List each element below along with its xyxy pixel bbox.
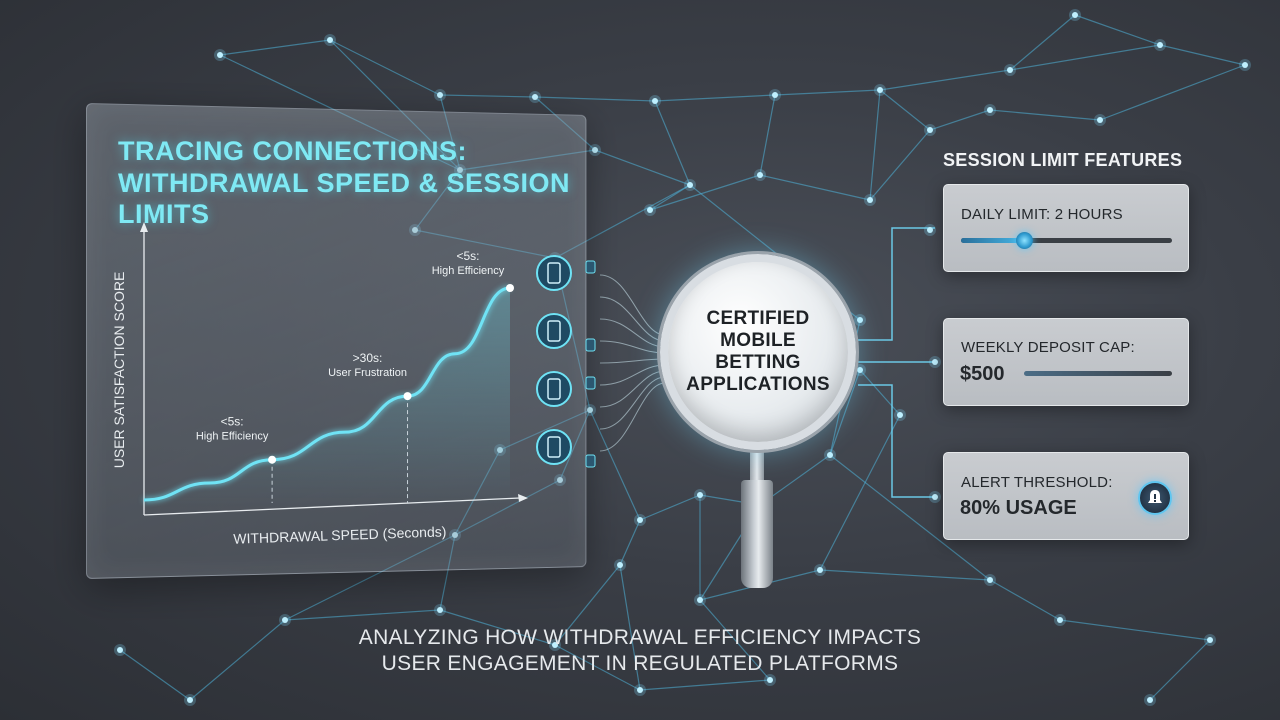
weekly-deposit-slider[interactable]	[1024, 371, 1172, 376]
annotation-point	[506, 284, 514, 292]
caption-line1: ANALYZING HOW WITHDRAWAL EFFICIENCY IMPA…	[358, 626, 922, 649]
alert-threshold-card: ALERT THRESHOLD: 80% USAGE	[943, 452, 1189, 540]
phone-icons	[536, 255, 596, 468]
daily-limit-slider[interactable]	[961, 232, 1172, 249]
smartphone-icon	[536, 371, 572, 407]
panel-title-line1: TRACING CONNECTIONS:	[118, 136, 467, 166]
annotation-label-bottom: High Efficiency	[196, 431, 269, 443]
series-line	[143, 286, 511, 502]
center-line4: APPLICATIONS	[686, 373, 830, 395]
center-line3: BETTING	[715, 352, 801, 373]
panel-title-line2: WITHDRAWAL SPEED & SESSION LIMITS	[118, 168, 571, 230]
daily-limit-fill	[961, 238, 1025, 243]
small-device-icon	[585, 454, 596, 468]
annotation-label-top: <5s:	[221, 415, 244, 429]
annotation-label-bottom: User Frustration	[328, 367, 407, 379]
x-axis-label: WITHDRAWAL SPEED (Seconds)	[233, 523, 447, 546]
annotation-label-bottom: High Efficiency	[432, 265, 505, 277]
alert-threshold-value: 80% USAGE	[960, 497, 1077, 519]
smartphone-icon	[536, 429, 572, 465]
y-axis-label: USER SATISFACTION SCORE	[111, 272, 127, 469]
caption: ANALYZING HOW WITHDRAWAL EFFICIENCY IMPA…	[340, 625, 940, 678]
features-heading: SESSION LIMIT FEATURES	[943, 150, 1183, 170]
alert-threshold-label: ALERT THRESHOLD:	[961, 474, 1113, 491]
series-area	[144, 288, 510, 508]
weekly-deposit-label: WEEKLY DEPOSIT CAP:	[961, 339, 1135, 356]
weekly-deposit-card: WEEKLY DEPOSIT CAP: $500	[943, 318, 1189, 406]
daily-limit-knob[interactable]	[1016, 232, 1034, 249]
smartphone-icon	[536, 313, 572, 349]
center-line1: CERTIFIED	[706, 308, 810, 330]
center-line2: MOBILE	[720, 330, 796, 352]
small-device-icon	[585, 338, 596, 352]
small-device-icon	[585, 260, 596, 274]
daily-limit-card: DAILY LIMIT: 2 HOURS	[943, 184, 1189, 272]
center-label: CERTIFIED MOBILE BETTING APPLICATIONS	[683, 308, 833, 395]
annotation-label-top: <5s:	[456, 249, 479, 263]
annotation-point	[403, 392, 412, 401]
small-device-icon	[585, 376, 596, 390]
y-axis-arrow	[140, 222, 148, 232]
alert-icon[interactable]	[1138, 481, 1172, 515]
magnifier-neck	[750, 448, 764, 482]
magnifier-lens: CERTIFIED MOBILE BETTING APPLICATIONS	[660, 254, 856, 450]
weekly-deposit-value: $500	[960, 363, 1005, 385]
annotation-label-top: >30s:	[353, 351, 383, 365]
annotation-point	[268, 455, 277, 464]
daily-limit-label: DAILY LIMIT: 2 HOURS	[961, 206, 1123, 223]
x-axis-arrow	[518, 494, 528, 502]
smartphone-icon	[536, 255, 572, 291]
magnifier-handle	[741, 480, 773, 588]
satisfaction-chart: <5s: High Efficiency >30s: User Frustration…	[111, 222, 528, 547]
caption-line2: USER ENGAGEMENT IN REGULATED PLATFORMS	[381, 652, 899, 676]
